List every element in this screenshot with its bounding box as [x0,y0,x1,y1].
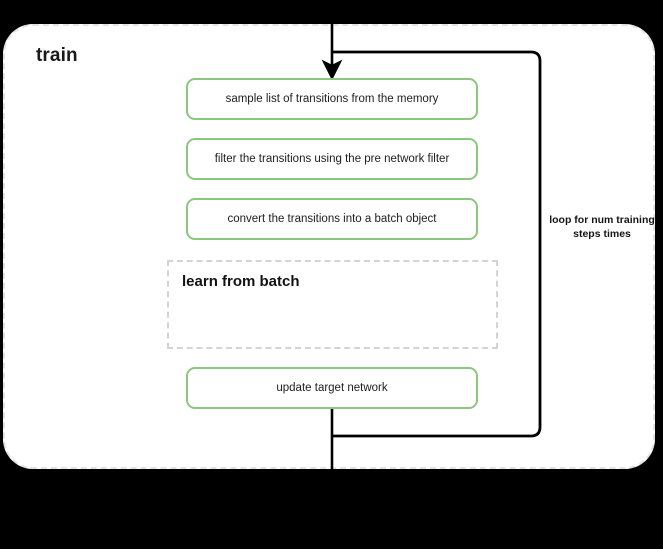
page-title: train [36,45,78,66]
node-convert-transitions[interactable]: convert the transitions into a batch obj… [186,198,478,240]
node-sample-transitions[interactable]: sample list of transitions from the memo… [186,78,478,120]
node-convert-transitions-label: convert the transitions into a batch obj… [227,212,437,225]
node-update-target-network[interactable]: update target network [186,367,478,409]
loop-return-path [332,50,542,438]
node-update-target-network-label: update target network [276,381,388,394]
node-sample-transitions-label: sample list of transitions from the memo… [225,92,439,105]
node-filter-transitions[interactable]: filter the transitions using the pre net… [186,138,478,180]
node-filter-transitions-label: filter the transitions using the pre net… [214,152,450,165]
loop-annotation-label: loop for num training steps times [549,214,655,240]
group-learn-from-batch-label: learn from batch [182,273,300,290]
group-learn-from-batch[interactable]: learn from batch [167,260,498,349]
